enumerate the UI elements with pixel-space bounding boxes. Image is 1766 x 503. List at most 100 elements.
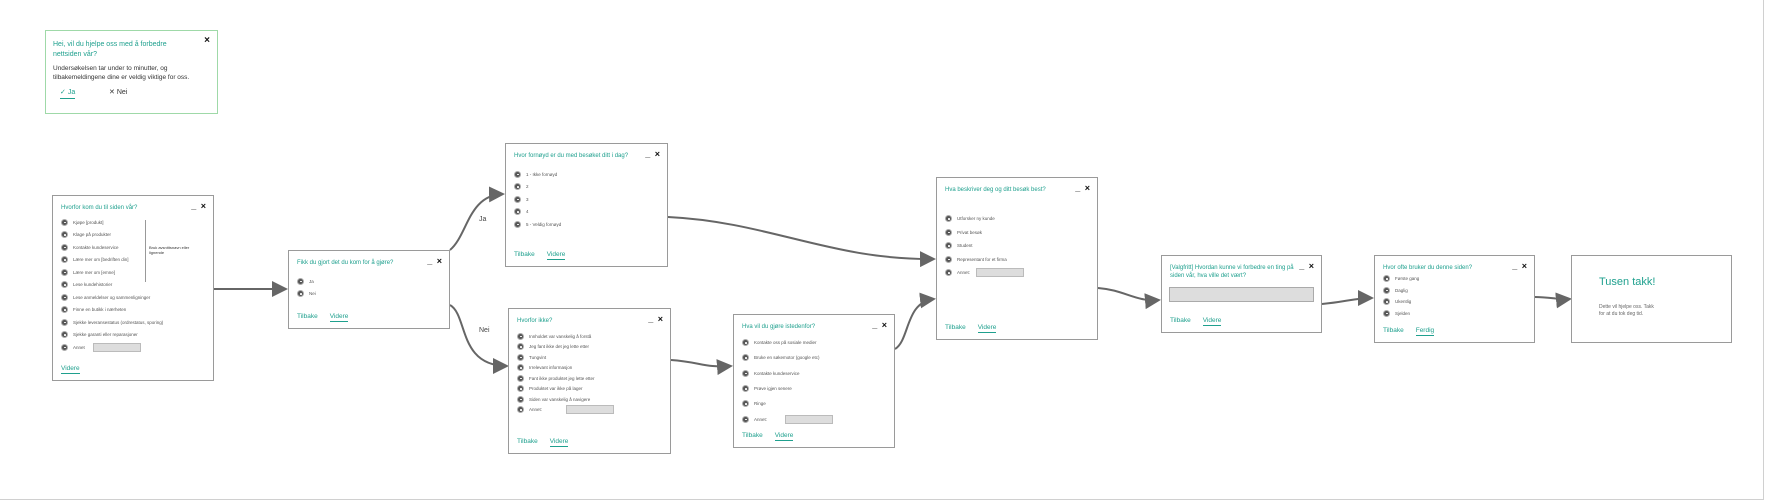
option[interactable]: Student — [945, 239, 1024, 253]
radio-icon[interactable] — [742, 354, 749, 362]
close-icon[interactable]: × — [1308, 261, 1315, 271]
radio-icon[interactable] — [517, 406, 524, 414]
back-button[interactable]: Tilbake — [945, 324, 966, 331]
minimize-icon[interactable]: _ — [648, 314, 655, 324]
close-icon[interactable]: × — [881, 320, 888, 330]
minimize-icon[interactable]: _ — [1299, 261, 1306, 271]
radio-icon[interactable] — [1383, 275, 1390, 283]
option[interactable]: Representant for et firma — [945, 253, 1024, 267]
back-button[interactable]: Tilbake — [1383, 327, 1404, 334]
back-button[interactable]: Tilbake — [1170, 317, 1191, 324]
window-controls[interactable]: _ × — [191, 201, 207, 211]
option[interactable]: Sjekke garanti eller reparasjoner — [61, 329, 163, 342]
option[interactable]: Nei — [297, 288, 316, 301]
radio-icon[interactable] — [517, 374, 524, 382]
other-input[interactable] — [785, 414, 834, 424]
option[interactable]: Klage på produkter — [61, 229, 163, 242]
radio-icon[interactable] — [61, 331, 68, 339]
option[interactable]: Utforsker ny kunde — [945, 212, 1024, 226]
minimize-icon[interactable]: _ — [645, 149, 652, 159]
close-icon[interactable]: × — [200, 201, 207, 211]
radio-icon[interactable] — [514, 208, 521, 216]
minimize-icon[interactable]: _ — [872, 320, 879, 330]
radio-icon[interactable] — [517, 395, 524, 403]
next-button[interactable]: Videre — [329, 313, 349, 322]
radio-icon[interactable] — [517, 385, 524, 393]
radio-icon[interactable] — [297, 290, 304, 298]
radio-icon[interactable] — [61, 306, 68, 314]
option[interactable]: 2 — [514, 181, 561, 194]
option[interactable]: Annet: — [742, 411, 834, 426]
back-button[interactable]: Tilbake — [514, 251, 535, 258]
radio-icon[interactable] — [517, 343, 524, 351]
next-button[interactable]: Videre — [977, 324, 997, 333]
radio-icon[interactable] — [61, 318, 68, 326]
radio-icon[interactable] — [1383, 286, 1390, 294]
next-button[interactable]: Videre — [546, 251, 566, 260]
radio-icon[interactable] — [61, 243, 68, 251]
minimize-icon[interactable]: _ — [1075, 183, 1082, 193]
back-button[interactable]: Tilbake — [517, 438, 538, 445]
other-input[interactable] — [566, 405, 615, 415]
other-input[interactable] — [976, 268, 1025, 278]
radio-icon[interactable] — [742, 400, 749, 408]
radio-icon[interactable] — [742, 415, 749, 423]
radio-icon[interactable] — [514, 195, 521, 203]
option[interactable]: Ringe — [742, 396, 833, 411]
option[interactable]: 1 - Ikke fornøyd — [514, 168, 561, 181]
option[interactable]: Lese anmeldelser og sammenligninger — [61, 291, 163, 304]
finish-button[interactable]: Ferdig — [1415, 327, 1435, 336]
radio-icon[interactable] — [61, 218, 68, 226]
option[interactable]: Lese kundehistorier — [61, 279, 163, 292]
option[interactable]: Sjekke leveransestatus (ordrestatus, spo… — [61, 316, 163, 329]
option[interactable]: Kontakte kundeservice — [61, 241, 163, 254]
option[interactable]: Kontakte kundeservice — [742, 366, 833, 381]
option[interactable]: Fant ikke produktet jeg lette etter — [517, 373, 614, 384]
option[interactable]: 4 — [514, 206, 561, 219]
close-icon[interactable]: × — [657, 314, 664, 324]
radio-icon[interactable] — [1383, 298, 1390, 306]
radio-icon[interactable] — [945, 215, 952, 223]
yes-button[interactable]: ✓ Ja — [60, 88, 76, 99]
no-button[interactable]: ✕ Nei — [109, 88, 127, 96]
option[interactable]: Første gang — [1383, 273, 1419, 285]
radio-icon[interactable] — [61, 256, 68, 264]
close-icon[interactable]: × — [436, 256, 443, 266]
minimize-icon[interactable]: _ — [1512, 261, 1519, 271]
option[interactable]: Bruke en søkemotor (google etc) — [742, 350, 833, 365]
radio-icon[interactable] — [61, 231, 68, 239]
radio-icon[interactable] — [61, 343, 68, 351]
radio-icon[interactable] — [742, 339, 749, 347]
next-button[interactable]: Videre — [774, 432, 794, 441]
option[interactable]: Siden var vanskelig å navigere — [517, 394, 614, 405]
back-button[interactable]: Tilbake — [742, 432, 763, 439]
window-controls[interactable]: _ × — [1299, 261, 1315, 271]
option[interactable]: Produktet var ikke på lager — [517, 384, 614, 395]
window-controls[interactable]: _ × — [872, 320, 888, 330]
back-button[interactable]: Tilbake — [297, 313, 318, 320]
minimize-icon[interactable]: _ — [191, 201, 198, 211]
window-controls[interactable]: _ × — [648, 314, 664, 324]
close-icon[interactable]: × — [654, 149, 661, 159]
option[interactable]: Irrelevant informasjon — [517, 363, 614, 374]
next-button[interactable]: Videre — [1202, 317, 1222, 326]
radio-icon[interactable] — [61, 268, 68, 276]
radio-icon[interactable] — [517, 332, 524, 340]
next-button[interactable]: Videre — [549, 438, 569, 447]
radio-icon[interactable] — [945, 255, 952, 263]
other-input[interactable] — [92, 342, 141, 352]
radio-icon[interactable] — [945, 242, 952, 250]
option[interactable]: Kjøpe [produkt] — [61, 216, 163, 229]
window-controls[interactable]: _ × — [427, 256, 443, 266]
option[interactable]: Ja — [297, 275, 316, 288]
radio-icon[interactable] — [742, 369, 749, 377]
radio-icon[interactable] — [61, 293, 68, 301]
radio-icon[interactable] — [742, 385, 749, 393]
radio-icon[interactable] — [61, 281, 68, 289]
option[interactable]: Innholdet var vanskelig å forstå — [517, 331, 614, 342]
next-button[interactable]: Videre — [61, 365, 80, 374]
radio-icon[interactable] — [945, 269, 952, 277]
window-controls[interactable]: _ × — [1075, 183, 1091, 193]
feedback-textarea[interactable] — [1169, 287, 1314, 302]
option[interactable]: Privat besøk — [945, 226, 1024, 240]
